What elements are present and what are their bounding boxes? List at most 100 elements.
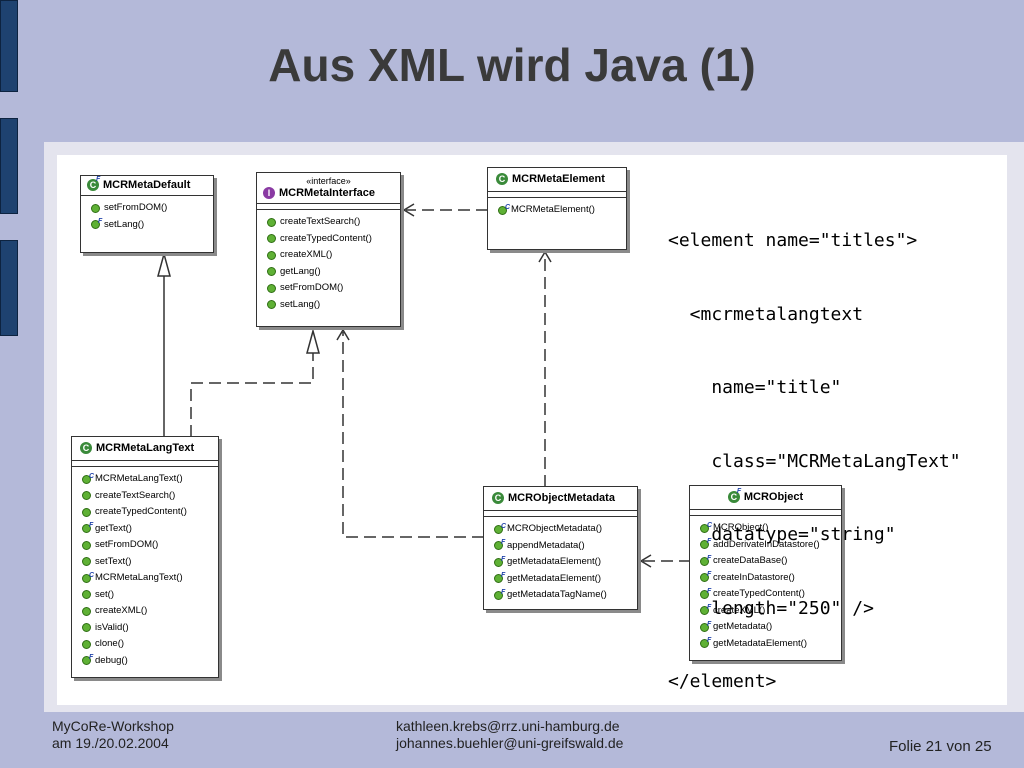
dependency-line-objectmetadata-interface — [342, 332, 484, 538]
modifier-icon: F — [96, 176, 101, 183]
class-separator — [484, 511, 637, 517]
class-separator — [257, 204, 400, 210]
class-header: I MCRMetaInterface — [257, 186, 400, 204]
sidebar-tab-2 — [0, 118, 18, 214]
method-icon: C — [498, 204, 510, 215]
footer-workshop-date: am 19./20.02.2004 — [52, 735, 169, 751]
method-icon — [82, 606, 91, 616]
method-row: set() — [82, 587, 214, 604]
method-icon — [82, 623, 91, 633]
method-row: isValid() — [82, 620, 214, 637]
method-icon — [82, 590, 91, 600]
method-icon: F — [700, 588, 711, 599]
code-line: datatype="string" — [668, 524, 896, 545]
xml-code-block: <element name="titles"> <mcrmetalangtext… — [668, 180, 961, 719]
class-header: C MCRMetaElement — [488, 168, 626, 192]
method-icon: C — [82, 473, 94, 484]
method-icon: F — [82, 654, 93, 666]
method-row: createTypedContent() — [82, 504, 214, 521]
method-icon: F — [700, 604, 711, 616]
realization-arrowhead-interface — [306, 328, 320, 354]
method-icon — [82, 639, 91, 649]
left-sidebar — [0, 0, 44, 768]
footer-email-1: kathleen.krebs@rrz.uni-hamburg.de — [396, 718, 620, 734]
sidebar-tab-3 — [0, 240, 18, 336]
class-name: MCRObjectMetadata — [508, 492, 615, 504]
interface-icon: I — [263, 187, 275, 199]
method-icon — [82, 507, 91, 517]
code-line: class="MCRMetaLangText" — [668, 450, 961, 472]
code-line: name="title" — [668, 377, 842, 398]
method-icon: F — [700, 571, 711, 583]
class-separator — [690, 510, 841, 516]
footer-email-2: johannes.buehler@uni-greifswald.de — [396, 735, 624, 751]
method-icon: F — [700, 538, 711, 550]
footer-contacts: kathleen.krebs@rrz.uni-hamburg.de johann… — [396, 718, 623, 752]
method-row: setLang() — [267, 297, 396, 314]
method-icon: F — [700, 621, 711, 632]
dependency-arrowhead-interface — [336, 328, 350, 341]
class-icon: C — [492, 492, 504, 504]
method-icon: F — [494, 589, 505, 600]
method-row: createXML() — [82, 603, 214, 620]
method-icon — [82, 491, 91, 501]
method-row: getLang() — [267, 264, 396, 281]
method-icon: F — [91, 218, 102, 230]
method-icon: C — [82, 572, 94, 583]
method-icon — [267, 250, 276, 260]
class-name: MCRMetaDefault — [103, 179, 191, 191]
class-header: C MCRObjectMetadata — [484, 487, 637, 511]
code-line: <element name="titles"> — [668, 230, 918, 251]
method-icon: F — [494, 556, 505, 567]
slide-title: Aus XML wird Java (1) — [268, 39, 756, 91]
inheritance-arrowhead-default — [157, 251, 171, 277]
method-row: clone() — [82, 636, 214, 653]
method-row: setFromDOM() — [267, 280, 396, 297]
method-icon: F — [494, 539, 505, 551]
method-row: setFromDOM() — [82, 537, 214, 554]
method-icon: F — [700, 555, 711, 566]
dependency-arrowhead-element-up — [538, 250, 552, 263]
method-icon: C — [700, 522, 712, 533]
dependency-arrowhead-element — [402, 203, 415, 217]
code-line: length="250" /> — [668, 597, 874, 619]
method-icon: F — [494, 572, 505, 584]
slide-number: Folie 21 von 25 — [889, 738, 992, 755]
method-icon — [267, 283, 276, 293]
method-row: createXML() — [267, 247, 396, 264]
footer-workshop: MyCoRe-Workshop am 19./20.02.2004 — [52, 718, 174, 752]
code-line: </element> — [668, 671, 777, 692]
method-icon — [82, 540, 91, 550]
method-icon: F — [82, 522, 93, 534]
method-row: setText() — [82, 554, 214, 571]
method-row: setFromDOM() — [91, 200, 209, 217]
class-name: MCRMetaLangText — [96, 442, 195, 454]
class-header: C MCRMetaLangText — [72, 437, 218, 461]
method-icon — [267, 267, 276, 277]
method-icon: C — [494, 523, 506, 534]
footer-workshop-name: MyCoRe-Workshop — [52, 718, 174, 734]
